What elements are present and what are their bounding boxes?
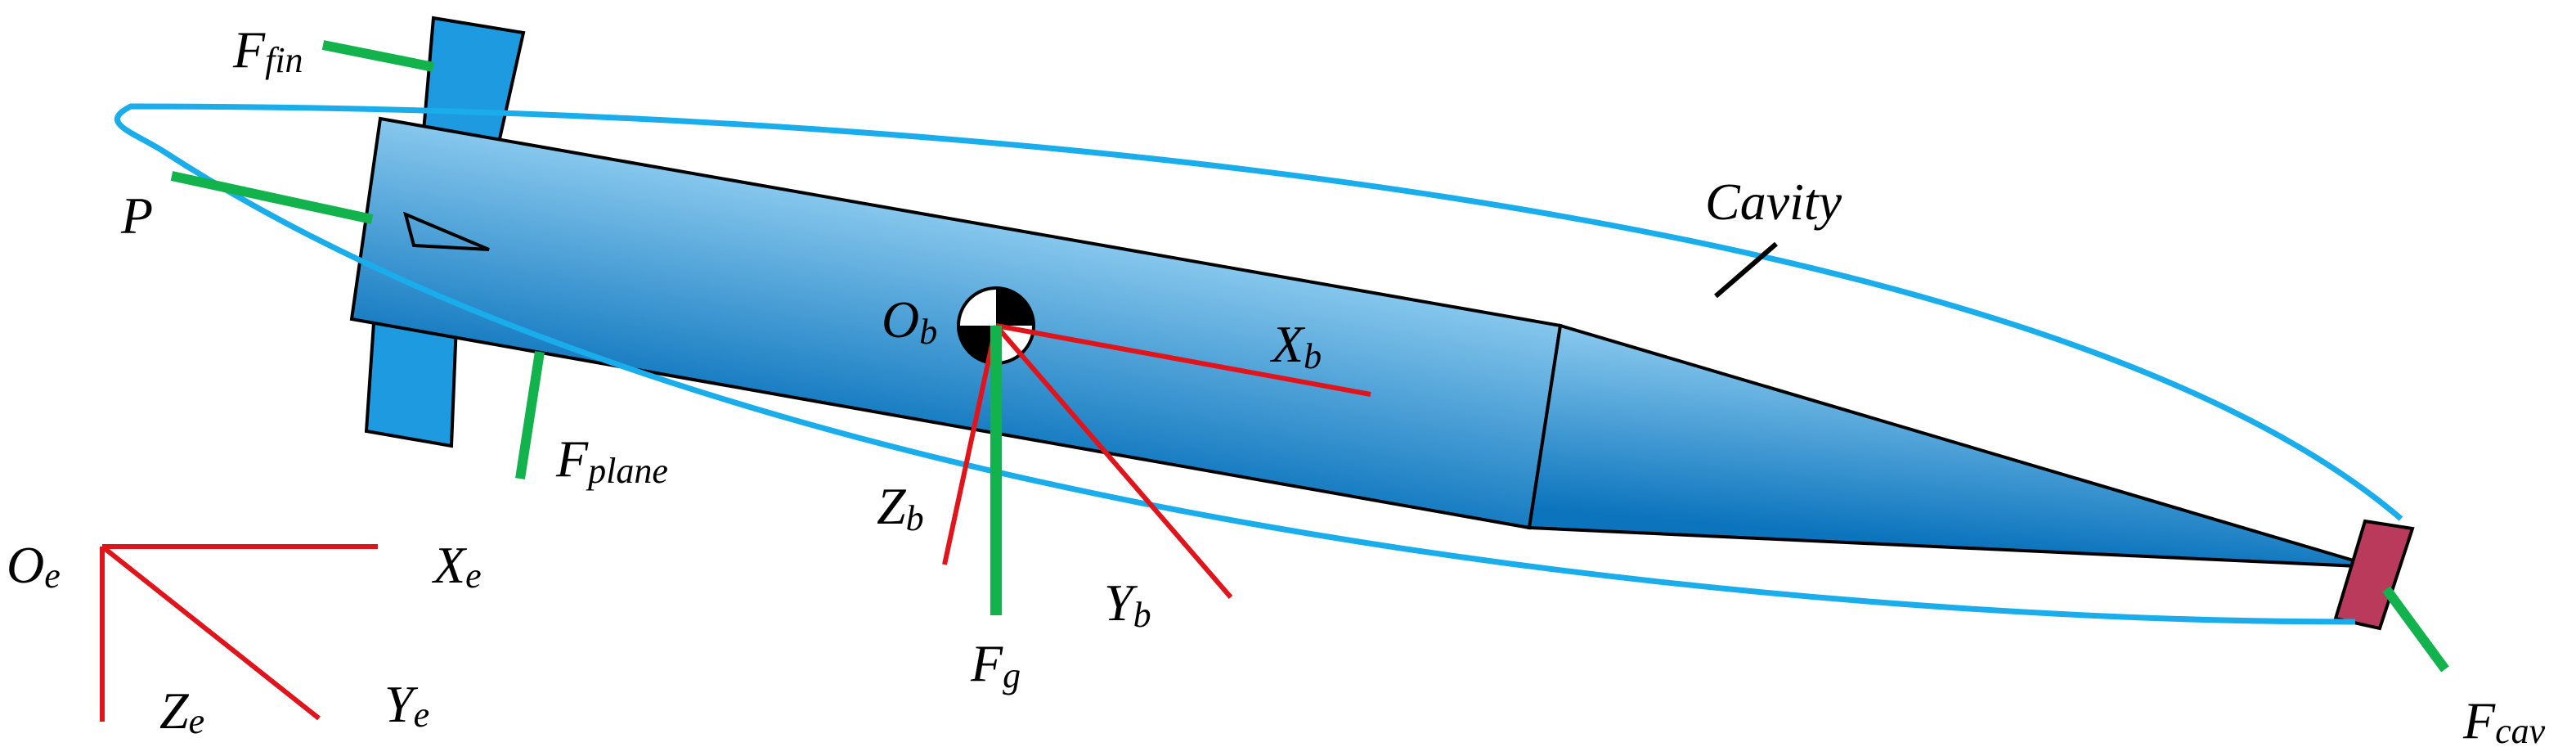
fin-force-arrow — [321, 40, 435, 72]
zb-axis-arrow — [942, 325, 999, 565]
cavity-pointer-arrow — [1714, 241, 1778, 299]
cavitator-plate — [2333, 519, 2415, 631]
plane-force-arrow — [515, 351, 545, 479]
cavitator-force-arrow — [2382, 586, 2449, 673]
vehicle-body — [349, 116, 1563, 530]
body-origin-label: Ob — [882, 290, 937, 352]
cavity-outline — [114, 103, 2403, 625]
yb-axis-arrow — [994, 324, 1233, 599]
gravity-force-label: Fg — [970, 634, 1021, 695]
ye-axis-arrow — [101, 544, 321, 721]
ze-label: Ze — [159, 682, 204, 741]
plane-force-label: Fplane — [555, 430, 668, 491]
earth-origin-label: Oe — [7, 536, 61, 596]
thrust-force-arrow — [170, 171, 374, 224]
xe-label: Xe — [431, 536, 482, 596]
fin-force-label: Ffin — [232, 20, 303, 80]
xb-axis-arrow — [995, 323, 1371, 397]
tail-triangle-marker — [403, 211, 490, 251]
xb-label: Xb — [1269, 315, 1322, 376]
ye-label: Ye — [384, 675, 429, 735]
cavity-label: Cavity — [1705, 173, 1842, 231]
zb-label: Zb — [877, 477, 924, 538]
vehicle-nose-cone — [1527, 323, 2376, 569]
thrust-label: P — [120, 187, 153, 245]
cavitator-force-label: Fcav — [2462, 691, 2546, 751]
yb-label: Yb — [1104, 574, 1151, 635]
